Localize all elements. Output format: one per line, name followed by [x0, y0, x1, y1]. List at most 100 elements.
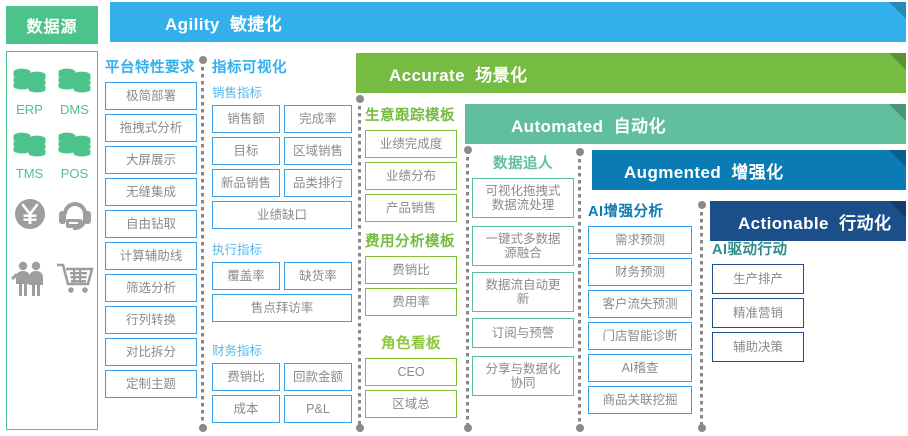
chip-item[interactable]: CEO: [365, 358, 457, 386]
banner-accurate-en: Accurate: [389, 65, 465, 85]
group-label-role-board: 角色看板: [381, 336, 441, 352]
chip-item[interactable]: 成本: [212, 395, 280, 423]
ribbon-fold-icon: [889, 150, 906, 167]
database-icon: [54, 66, 96, 101]
chip-item[interactable]: 自由钻取: [105, 210, 197, 238]
chip-item[interactable]: 计算辅助线: [105, 242, 197, 270]
chip-item[interactable]: 客户流失预测: [588, 290, 692, 318]
separator-dot: [463, 146, 472, 154]
data-source-label: POS: [60, 166, 89, 181]
column-title: 指标可视化: [212, 60, 287, 76]
chip-item[interactable]: 商品关联挖掘: [588, 386, 692, 414]
banner-accurate-cn: 场景化: [475, 65, 528, 85]
data-source-item-support[interactable]: [52, 194, 97, 252]
chip-item[interactable]: 区域销售: [284, 137, 352, 165]
chip-item[interactable]: 辅助决策: [712, 332, 804, 362]
ribbon-fold-icon: [889, 53, 906, 70]
column-ai-driven-action: AI驱动行动 生产排产 精准营销 辅助决策: [712, 238, 804, 362]
chip-item[interactable]: 需求预测: [588, 226, 692, 254]
column-title: AI驱动行动: [712, 242, 788, 258]
column-title: 生意跟踪模板: [365, 108, 455, 124]
data-source-item-retail[interactable]: [52, 258, 97, 316]
chip-item[interactable]: 定制主题: [105, 370, 197, 398]
banner-accurate[interactable]: Accurate 场景化: [356, 53, 906, 93]
chip-group-finance: 费销比 回款金额 成本 P&L: [212, 363, 352, 423]
chip-item[interactable]: 费销比: [212, 363, 280, 391]
chip-item[interactable]: 目标: [212, 137, 280, 165]
data-source-item-dms[interactable]: DMS: [52, 66, 97, 124]
chip-item[interactable]: 完成率: [284, 105, 352, 133]
chip-item[interactable]: 拖拽式分析: [105, 114, 197, 142]
chip-item[interactable]: 区域总: [365, 390, 457, 418]
chip-item[interactable]: 一键式多数据 源融合: [472, 226, 574, 266]
separator-dot: [198, 56, 207, 64]
separator-dot: [198, 424, 207, 432]
chip-item[interactable]: 分享与数据化 协同: [472, 356, 574, 396]
chip-item[interactable]: 业绩缺口: [212, 201, 352, 229]
chip-item[interactable]: AI稽查: [588, 354, 692, 382]
chip-item[interactable]: 极简部署: [105, 82, 197, 110]
data-source-panel: ERP: [6, 51, 98, 430]
chip-item[interactable]: 订阅与预警: [472, 318, 574, 348]
chip-item[interactable]: 大屏展示: [105, 146, 197, 174]
banner-augmented[interactable]: Augmented 增强化: [592, 150, 906, 190]
chip-item[interactable]: 业绩分布: [365, 162, 457, 190]
banner-actionable[interactable]: Actionable 行动化: [710, 201, 906, 241]
data-source-label: ERP: [16, 102, 43, 117]
chip-item[interactable]: 新品销售: [212, 169, 280, 197]
chip-item[interactable]: 销售额: [212, 105, 280, 133]
column-separator: [697, 201, 706, 432]
chip-item[interactable]: 业绩完成度: [365, 130, 457, 158]
data-source-item-people[interactable]: [7, 258, 52, 316]
database-icon: [54, 130, 96, 165]
separator-dot: [355, 95, 364, 103]
ribbon-fold-icon: [889, 104, 906, 121]
banner-agility-cn: 敏捷化: [230, 14, 283, 34]
banner-augmented-cn: 增强化: [731, 162, 784, 182]
yen-coin-icon: [10, 194, 50, 239]
data-source-item-finance[interactable]: [7, 194, 52, 252]
chip-item[interactable]: 品类排行: [284, 169, 352, 197]
column-platform-requirements: 平台特性要求 极简部署 拖拽式分析 大屏展示 无缝集成 自由钻取 计算辅助线 筛…: [105, 56, 197, 398]
chip-item[interactable]: 无缝集成: [105, 178, 197, 206]
data-source-item-erp[interactable]: ERP: [7, 66, 52, 124]
chip-item[interactable]: 费用率: [365, 288, 457, 316]
banner-agility[interactable]: Agility 敏捷化: [110, 2, 906, 42]
chip-item[interactable]: 门店智能诊断: [588, 322, 692, 350]
chip-item[interactable]: 可视化拖拽式 数据流处理: [472, 178, 574, 218]
column-title: 平台特性要求: [105, 60, 195, 76]
column-separator: [198, 56, 207, 432]
column-separator: [463, 146, 472, 432]
banner-automated[interactable]: Automated 自动化: [465, 104, 906, 144]
chip-item[interactable]: P&L: [284, 395, 352, 423]
separator-dot: [697, 201, 706, 209]
chip-item[interactable]: 缺货率: [284, 262, 352, 290]
chip-group-execution: 覆盖率 缺货率 售点拜访率: [212, 262, 352, 322]
chip-item[interactable]: 覆盖率: [212, 262, 280, 290]
data-source-item-pos[interactable]: POS: [52, 130, 97, 188]
chip-item[interactable]: 筛选分析: [105, 274, 197, 302]
chip-item[interactable]: 对比拆分: [105, 338, 197, 366]
chip-item[interactable]: 售点拜访率: [212, 294, 352, 322]
group-label-execution: 执行指标: [212, 243, 263, 257]
chip-item[interactable]: 精准营销: [712, 298, 804, 328]
chip-group-action: 生产排产 精准营销 辅助决策: [712, 264, 804, 362]
column-title: AI增强分析: [588, 204, 664, 220]
chip-item[interactable]: 数据流自动更 新: [472, 272, 574, 312]
column-separator: [575, 148, 584, 432]
chip-item[interactable]: 财务预测: [588, 258, 692, 286]
data-source-item-tms[interactable]: TMS: [7, 130, 52, 188]
group-label-finance: 财务指标: [212, 344, 263, 358]
column-title: 数据追人: [493, 156, 553, 172]
chip-item[interactable]: 生产排产: [712, 264, 804, 294]
chip-item[interactable]: 费销比: [365, 256, 457, 284]
chip-item[interactable]: 行列转换: [105, 306, 197, 334]
column-data-chase: 数据追人 可视化拖拽式 数据流处理 一键式多数据 源融合 数据流自动更 新 订阅…: [472, 152, 574, 396]
data-source-header: 数据源: [6, 6, 98, 44]
chip-item[interactable]: 回款金额: [284, 363, 352, 391]
data-source-label: TMS: [15, 166, 44, 181]
ribbon-fold-icon: [889, 2, 906, 19]
group-label-sales: 销售指标: [212, 86, 263, 100]
chip-item[interactable]: 产品销售: [365, 194, 457, 222]
